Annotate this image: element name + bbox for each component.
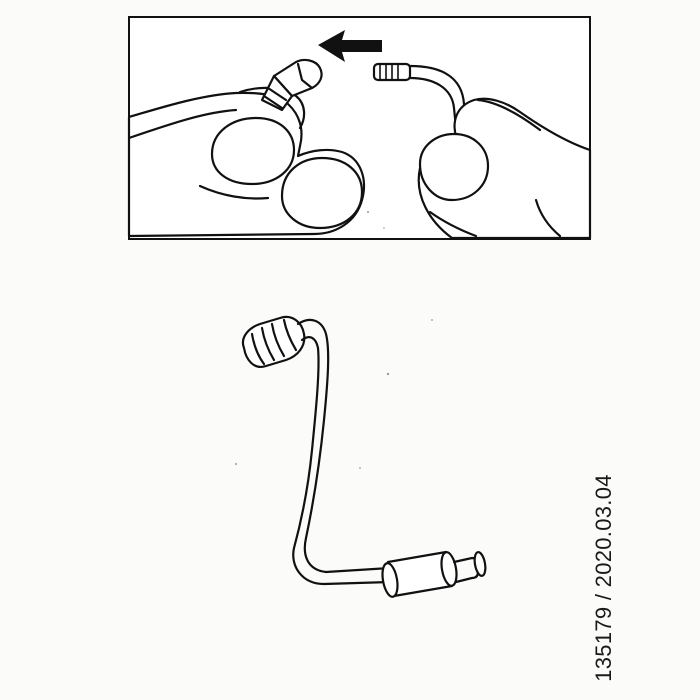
ribbed-connector-icon bbox=[241, 315, 306, 368]
end-nozzle-icon bbox=[452, 551, 487, 584]
sound-tube-illustration bbox=[200, 300, 510, 620]
document-code: 135179 / 2020.03.04 bbox=[591, 474, 616, 682]
hearing-aid-tip-icon bbox=[260, 58, 323, 112]
tube-connector-icon bbox=[372, 62, 468, 132]
hearing-aid-sound-tube-icon bbox=[235, 315, 487, 598]
left-hand-icon bbox=[127, 86, 366, 238]
arrow-left-icon bbox=[318, 30, 382, 62]
sound-tube-icon bbox=[292, 318, 392, 586]
right-hand-icon bbox=[417, 97, 592, 240]
attach-tube-illustration bbox=[0, 0, 700, 260]
filter-housing-icon bbox=[381, 550, 458, 598]
hands-attach-tube-icon bbox=[127, 16, 592, 240]
